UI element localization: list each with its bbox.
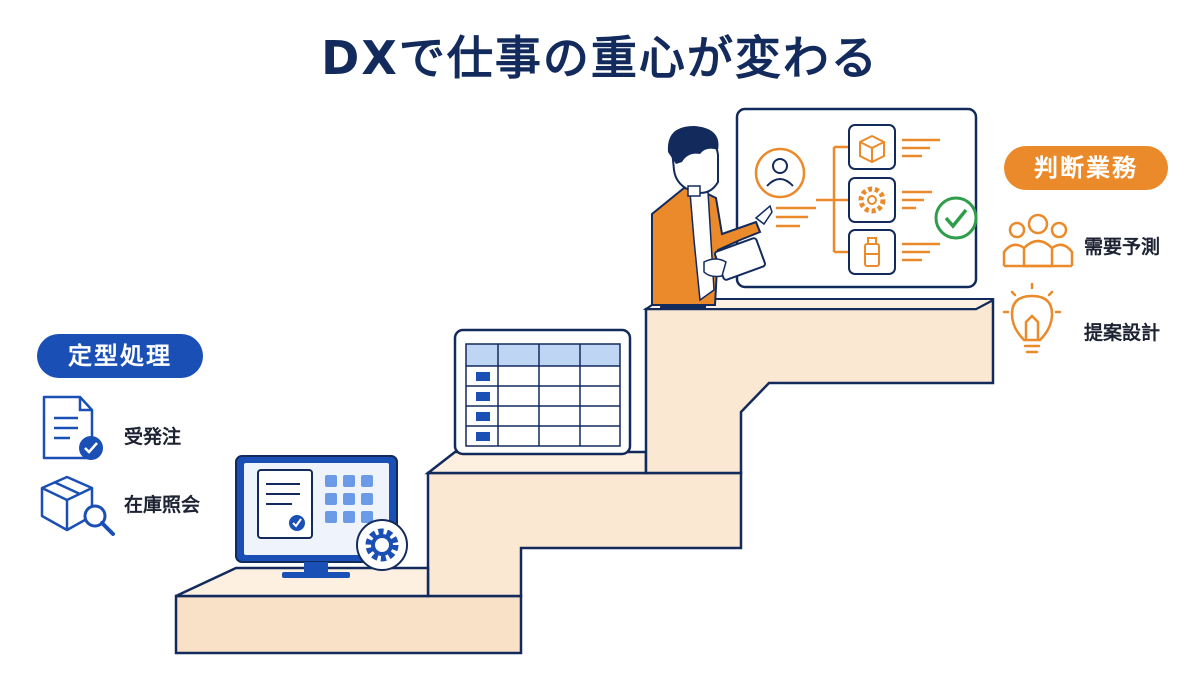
staircase [174, 297, 995, 655]
decision-board [735, 107, 978, 289]
demand-forecast-label: 需要予測 [1084, 236, 1161, 258]
routine-work-heading: 定型処理 [37, 334, 203, 378]
spreadsheet-icon [453, 328, 632, 456]
judgment-work-heading: 判断業務 [1004, 146, 1168, 190]
page-title: DXで仕事の重心が変わる [321, 31, 879, 85]
document-check-icon [42, 395, 103, 460]
box-search-icon [40, 475, 115, 536]
monitor-icon [235, 455, 398, 578]
people-group-icon [1002, 213, 1074, 268]
inventory-inquiry-label: 在庫照会 [124, 494, 201, 516]
order-processing-label: 受発注 [124, 426, 182, 448]
gear-badge-icon [356, 519, 408, 571]
presenter-figure [651, 126, 773, 308]
proposal-design-label: 提案設計 [1084, 322, 1161, 344]
lightbulb-icon [1002, 282, 1062, 354]
